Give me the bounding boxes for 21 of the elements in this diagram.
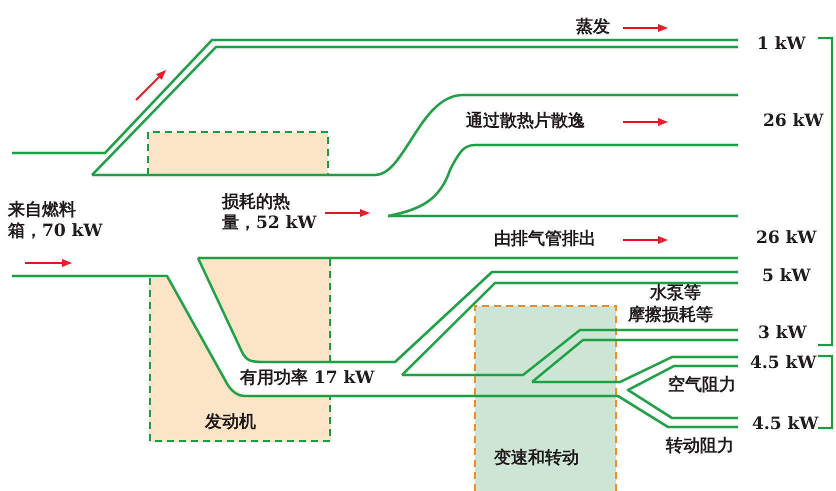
power-value: 4.5 kW [750, 353, 816, 374]
dashed-box [147, 131, 329, 175]
power-value: 1 kW [757, 34, 806, 55]
power-value: 4.5 kW [752, 414, 818, 435]
flow-label: 水泵等 [650, 283, 701, 304]
power-value: 5 kW [762, 266, 811, 287]
flow-label: 有用功率 17 kW [240, 368, 374, 389]
power-value: 26 kW [763, 111, 824, 132]
dashed-box [474, 305, 617, 491]
flow-label: 来自燃料箱，70 kW [8, 200, 104, 242]
flow-label: 由排气管排出 [494, 229, 596, 250]
power-value: 3 kW [758, 323, 807, 344]
flow-label: 转动阻力 [666, 436, 734, 457]
flow-label: 损耗的热量，52 kW [222, 192, 318, 234]
flow-label: 蒸发 [576, 17, 610, 38]
power-value: 26 kW [756, 228, 816, 249]
box-label: 发动机 [205, 411, 256, 433]
flow-label: 空气阻力 [668, 375, 736, 396]
flow-label: 摩擦损耗等 [628, 305, 713, 326]
flow-label: 通过散热片散逸 [466, 111, 585, 132]
box-label: 变速和转动 [494, 447, 579, 469]
